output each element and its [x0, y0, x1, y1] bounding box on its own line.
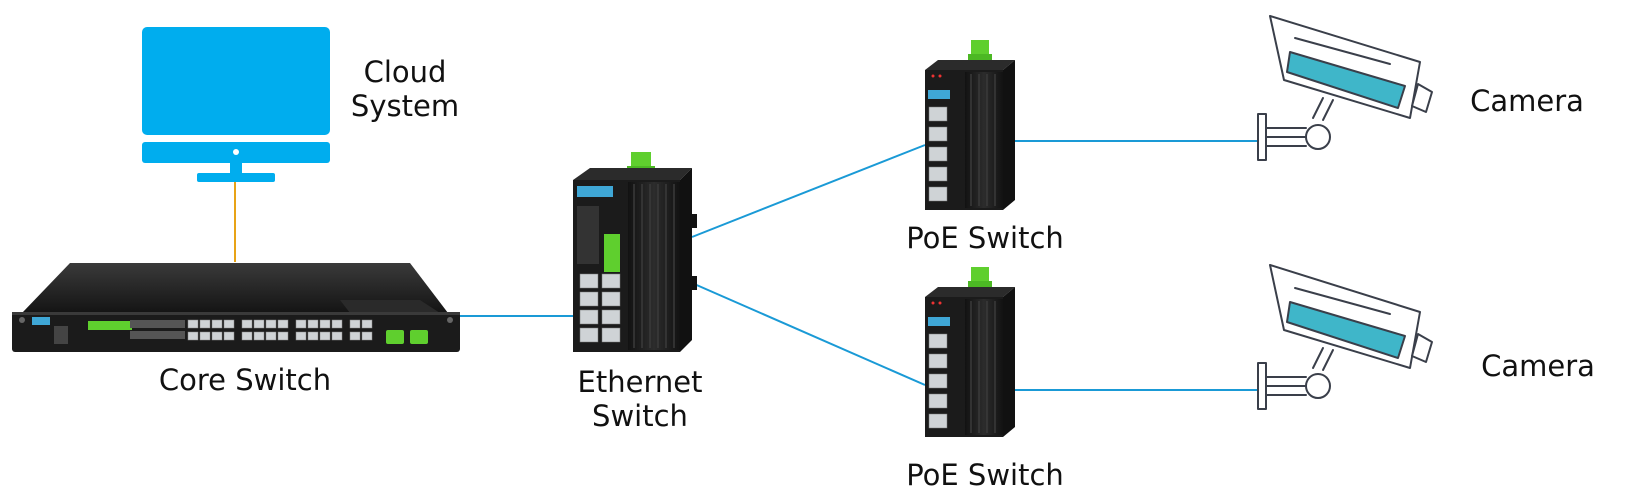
cloud-label-line1: Cloud — [363, 55, 447, 89]
din-rail-poe-switch-icon — [925, 267, 1015, 437]
ethernet-switch-label: Ethernet Switch — [560, 365, 720, 433]
link-ethernet-poe-bottom — [691, 282, 926, 386]
link-ethernet-poe-top — [691, 144, 926, 238]
ethernet-label-line1: Ethernet — [577, 365, 703, 399]
camera-top-label: Camera — [1470, 84, 1584, 118]
cloud-system-label: Cloud System — [345, 55, 465, 123]
monitor-icon — [142, 27, 330, 182]
din-rail-switch-icon — [573, 152, 697, 352]
rack-switch-icon — [12, 263, 460, 352]
ethernet-label-line2: Switch — [592, 399, 688, 433]
cctv-camera-icon — [1257, 15, 1433, 161]
poe-switch-bottom-label: PoE Switch — [906, 458, 1064, 492]
din-rail-poe-switch-icon — [925, 40, 1015, 210]
cctv-camera-icon — [1257, 264, 1433, 410]
camera-bottom-label: Camera — [1481, 349, 1595, 383]
core-switch-label: Core Switch — [158, 363, 332, 397]
cloud-label-line2: System — [350, 89, 460, 123]
poe-switch-top-label: PoE Switch — [906, 221, 1064, 255]
